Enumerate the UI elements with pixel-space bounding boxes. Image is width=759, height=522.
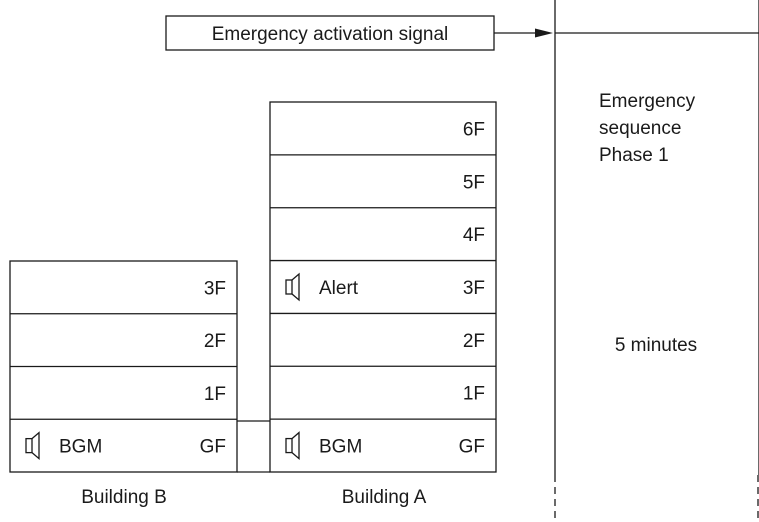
signal-label: Emergency activation signal xyxy=(212,24,449,45)
floor-label: 4F xyxy=(463,225,485,246)
building-b: 3F 2F 1F GF BGM Building B xyxy=(9,260,238,508)
building-a-label: Building A xyxy=(342,487,427,508)
floor-row-1f: 1F xyxy=(270,365,496,405)
phase-label-line-2: sequence xyxy=(599,118,681,139)
timeline: Emergency sequence Phase 1 5 minutes xyxy=(554,0,759,522)
floor-label: 3F xyxy=(463,278,485,299)
floor-label: 5F xyxy=(463,172,485,193)
floor-row-3f: 3F Alert xyxy=(270,259,496,302)
floor-row-gf: GF BGM xyxy=(10,418,237,461)
speaker-icon xyxy=(25,431,40,461)
speaker-icon xyxy=(285,272,300,302)
floor-row-2f: 2F xyxy=(270,312,496,352)
arrow-head-icon xyxy=(535,28,553,38)
duration-label: 5 minutes xyxy=(615,335,697,356)
speaker-icon xyxy=(285,431,300,460)
floor-announcement: BGM xyxy=(59,437,102,458)
activation-signal: Emergency activation signal xyxy=(165,15,553,51)
floor-row-4f: 4F xyxy=(270,207,496,246)
phase-label-line-3: Phase 1 xyxy=(599,145,669,166)
floor-label: GF xyxy=(200,437,226,458)
building-b-label: Building B xyxy=(81,487,167,508)
floor-label: 3F xyxy=(204,278,226,299)
floor-row-gf: GF BGM xyxy=(270,418,496,460)
floor-row-2f: 2F xyxy=(10,313,237,352)
phase-label-line-1: Emergency xyxy=(599,91,696,112)
floor-label: 2F xyxy=(463,331,485,352)
floor-row-3f: 3F xyxy=(204,278,226,299)
floor-label: 1F xyxy=(463,384,485,405)
building-a: 6F 5F 4F 3F Alert 2F 1F GF BGM Building A xyxy=(269,101,497,508)
floor-label: 2F xyxy=(204,331,226,352)
floor-label: 1F xyxy=(204,384,226,405)
signal-box xyxy=(165,15,495,51)
building-a-floors: 6F 5F 4F 3F Alert 2F 1F GF BGM xyxy=(270,119,496,460)
floor-announcement: Alert xyxy=(319,278,359,299)
floor-row-6f: 6F xyxy=(463,119,485,140)
building-b-floors: 3F 2F 1F GF BGM xyxy=(10,278,237,461)
floor-label: GF xyxy=(459,437,485,458)
floor-row-5f: 5F xyxy=(270,154,496,193)
floor-announcement: BGM xyxy=(319,437,362,458)
floor-label: 6F xyxy=(463,119,485,140)
building-a-outline xyxy=(269,101,497,473)
floor-row-1f: 1F xyxy=(10,365,237,405)
